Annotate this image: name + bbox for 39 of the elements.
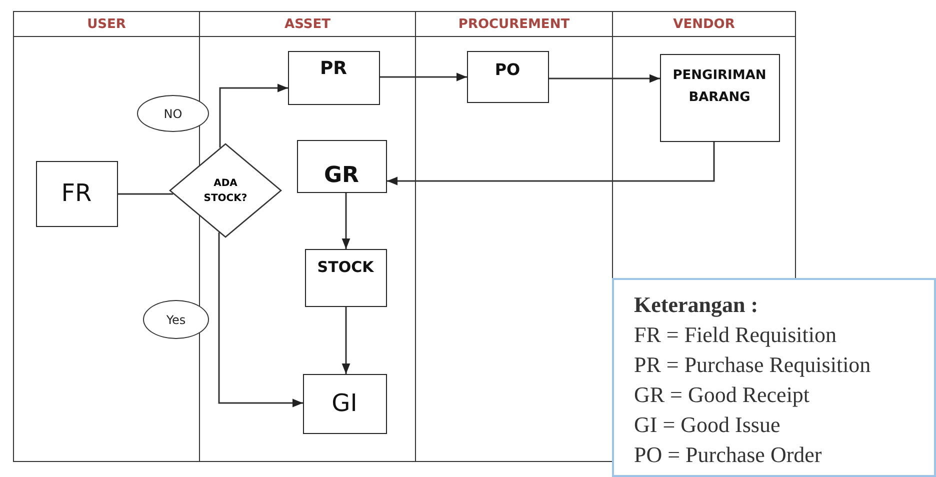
box-label: FR [61, 179, 92, 208]
legend-entry: PR = Purchase Requisition [634, 351, 872, 379]
process-box [296, 140, 386, 192]
box-label: GR [324, 163, 359, 190]
arrow [219, 84, 288, 148]
lane-heading: USER [87, 16, 126, 32]
legend-box [612, 278, 936, 477]
swimlane [612, 11, 796, 279]
process-box [466, 50, 548, 102]
box-label: GI [332, 389, 358, 418]
decision-label: ADA STOCK? [202, 176, 248, 206]
box-label: PENGIRIMAN BARANG [672, 66, 768, 107]
box-label: PR [320, 58, 348, 80]
lane-heading: VENDOR [673, 16, 735, 32]
process-box [288, 50, 380, 104]
arrow [380, 72, 467, 82]
oval-label: Yes [166, 312, 186, 326]
process-box [304, 248, 386, 306]
process-box [36, 160, 118, 226]
legend-heading: Keterangan : [634, 291, 760, 319]
lane-heading: PROCUREMENT [458, 16, 570, 32]
arrow [549, 74, 660, 83]
lane-heading: ASSET [284, 16, 330, 32]
box-label: STOCK [317, 258, 374, 276]
swimlane [415, 11, 613, 462]
swimlane [199, 11, 416, 462]
arrow [387, 142, 715, 186]
legend-entry: PO = Purchase Order [634, 441, 823, 469]
legend-entry: GR = Good Receipt [634, 381, 811, 409]
legend-entry: FR = Field Requisition [634, 321, 838, 349]
arrow [218, 232, 303, 408]
process-box [302, 374, 386, 434]
arrow [342, 193, 350, 249]
legend-entry: GI = Good Issue [634, 411, 782, 439]
arrow [342, 307, 350, 374]
connector-line [118, 193, 174, 195]
oval-label: NO [164, 106, 182, 120]
process-box [660, 54, 780, 142]
box-label: PO [494, 60, 520, 79]
